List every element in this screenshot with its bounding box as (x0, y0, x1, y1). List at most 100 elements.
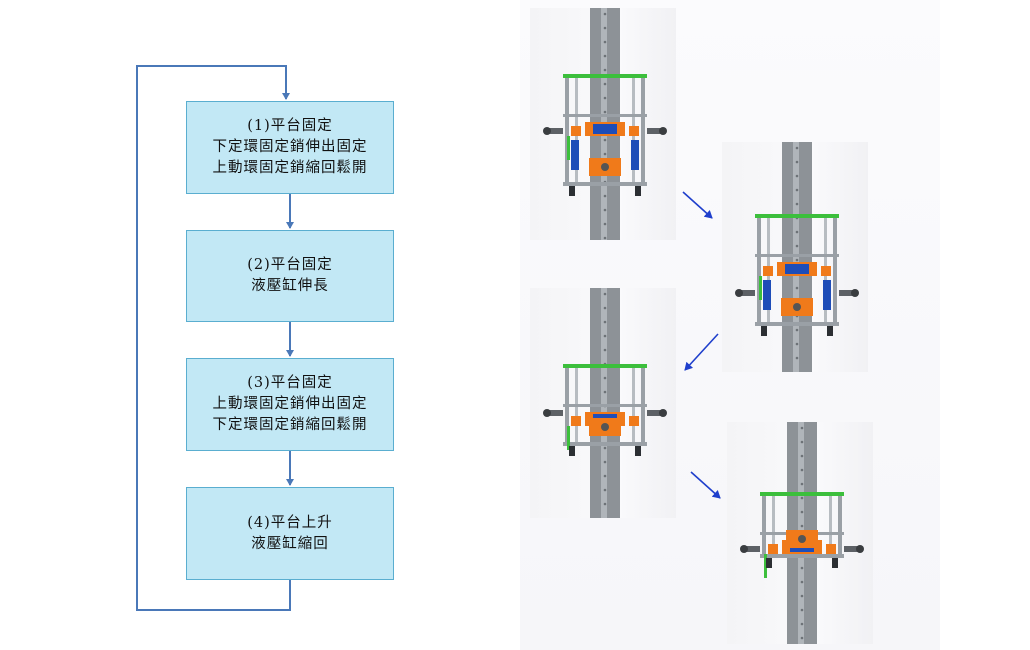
pole-hole (795, 356, 799, 360)
step-2-line-1: (2)平台固定 (247, 257, 333, 273)
pole-hole (800, 468, 804, 472)
pole-hole (603, 502, 607, 506)
upper-clamp-pin (785, 264, 809, 274)
top-plate (755, 214, 839, 218)
frame-post (565, 78, 569, 186)
pole-hole (795, 160, 799, 164)
step-1-line-1: (1)平台固定 (247, 118, 333, 134)
loop-back-line (136, 65, 291, 611)
hose (567, 426, 570, 450)
flow-step-2: (2)平台固定 液壓缸伸長 (186, 230, 394, 322)
pole-hole (795, 174, 799, 178)
pole-hole (795, 328, 799, 332)
handle (739, 290, 755, 296)
frame-beam (755, 322, 839, 326)
handle (744, 546, 760, 552)
pole-hole (603, 446, 607, 450)
pole-hole (603, 194, 607, 198)
pole-hole (603, 68, 607, 72)
handle (547, 410, 563, 416)
handle-knob (856, 545, 864, 553)
climber-render-1 (530, 8, 676, 240)
hose (764, 554, 767, 578)
step-3-line-1: (3)平台固定 (247, 375, 333, 391)
handle-knob (543, 127, 551, 135)
pole-hole (603, 40, 607, 44)
pole-hole (800, 566, 804, 570)
frame-post (829, 496, 832, 558)
lower-clamp-bolt (601, 423, 609, 431)
pole-hole (603, 474, 607, 478)
foot (827, 326, 833, 336)
pole-hole (603, 488, 607, 492)
foot (832, 558, 838, 568)
pole-hole (603, 54, 607, 58)
pole-hole (800, 524, 804, 528)
pole-hole (603, 96, 607, 100)
pole-hole (603, 320, 607, 324)
flow-step-4: (4)平台上升 液壓缸縮回 (186, 487, 394, 580)
top-plate (760, 492, 844, 496)
pole-hole (603, 152, 607, 156)
pole-hole (603, 138, 607, 142)
pole-hole (603, 236, 607, 240)
climber-render-3 (530, 288, 676, 518)
pole-hole (603, 460, 607, 464)
frame-post (757, 218, 761, 326)
upper-clamp-pin (593, 124, 617, 134)
pole-hole (795, 188, 799, 192)
lower-clamp-bolt (798, 535, 806, 543)
hose (567, 136, 570, 160)
pole-hole (603, 222, 607, 226)
pole-hole (795, 202, 799, 206)
pole-hole (800, 440, 804, 444)
foot (766, 558, 772, 568)
frame-beam (563, 182, 647, 186)
pole-hole (603, 208, 607, 212)
frame-beam (760, 554, 844, 558)
pole-hole (603, 390, 607, 394)
pole-hole (800, 608, 804, 612)
handle (844, 546, 860, 552)
pole-hole (603, 334, 607, 338)
hydraulic-cylinder (631, 140, 639, 170)
clamp-side (763, 266, 773, 276)
hydraulic-cylinder (763, 280, 771, 310)
clamp-side (629, 126, 639, 136)
pole-hole (795, 244, 799, 248)
pole-hole (800, 622, 804, 626)
pole-hole (603, 348, 607, 352)
clamp-side (826, 544, 836, 554)
pole-hole (795, 146, 799, 150)
frame-beam (563, 114, 647, 117)
foot (761, 326, 767, 336)
pole-hole (795, 230, 799, 234)
frame-beam (755, 254, 839, 257)
top-plate (563, 364, 647, 368)
step-2-line-2: 液壓缸伸長 (251, 278, 329, 294)
climber-drawing (543, 8, 667, 240)
frame-beam (563, 442, 647, 446)
step-3-line-3: 下定環固定銷縮回鬆開 (212, 417, 368, 433)
frame-post (762, 496, 766, 558)
foot (569, 186, 575, 196)
lower-clamp-bolt (793, 303, 801, 311)
pole-hole (603, 376, 607, 380)
clamp-side (768, 544, 778, 554)
handle (839, 290, 855, 296)
pole-hole (603, 12, 607, 16)
pole-hole (800, 482, 804, 486)
climber-render-4 (727, 422, 873, 644)
pole-hole (800, 580, 804, 584)
handle-knob (851, 289, 859, 297)
step-4-line-2: 液壓缸縮回 (251, 535, 329, 552)
step-1-line-2: 下定環固定銷伸出固定 (212, 139, 368, 155)
render-arrow-2 (684, 333, 719, 371)
top-plate (563, 74, 647, 78)
pole-highlight (601, 288, 607, 518)
clamp-side (629, 416, 639, 426)
lower-clamp-bolt (601, 163, 609, 171)
pole-hole (795, 286, 799, 290)
pole-hole (795, 342, 799, 346)
